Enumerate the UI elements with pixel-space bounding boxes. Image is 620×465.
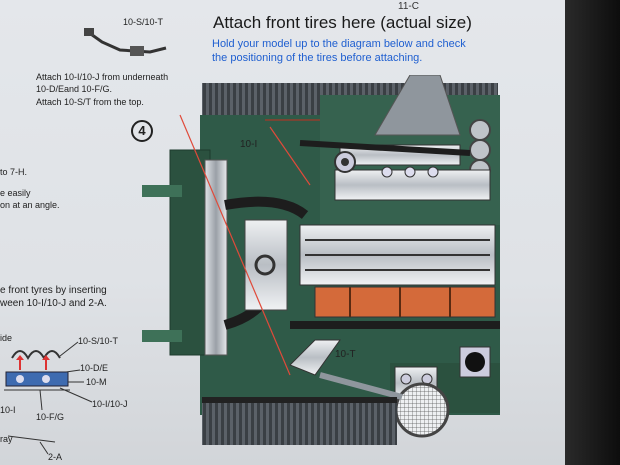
mini-label-de: 10-D/E [80, 363, 108, 373]
chassis-diagram: 10-I 10-T [140, 75, 565, 465]
text-fragment-between: ween 10-I/10-J and 2-A. [0, 298, 107, 309]
mini-label-m: 10-M [86, 377, 107, 387]
mesh-filter [396, 384, 448, 436]
text-fragment-to: to 7-H. [0, 167, 27, 178]
monitor-bezel [565, 0, 620, 465]
bottom-tire [202, 400, 397, 445]
text-fragment-angle: on at an angle. [0, 200, 60, 211]
label-10i: 10-I [240, 139, 257, 150]
page-title: Attach front tires here (actual size) [213, 13, 472, 33]
attach-line-3: Attach 10-S/T from the top. [36, 97, 144, 108]
mini-label-2a: 2-A [48, 452, 62, 462]
text-fragment-easily: e easily [0, 188, 31, 199]
mini-label-st: 10-S/10-T [78, 336, 119, 346]
instruction-line-1: Hold your model up to the diagram below … [212, 37, 466, 51]
front-left-wheel [205, 160, 227, 355]
attach-line-2: 10-D/Eand 10-F/G. [36, 84, 112, 95]
label-10t: 10-T [335, 349, 356, 360]
tire-part-sketch [80, 28, 170, 60]
fuel-tank [315, 287, 495, 317]
part-label-top: 10-S/10-T [123, 17, 163, 28]
page-ref: 11-C [398, 1, 419, 12]
mini-assembly-diagram: 10-S/10-T 10-D/E 10-M 10-I/10-J 10-F/G 2… [0, 330, 145, 465]
instruction-line-2: the positioning of the tires before atta… [212, 51, 422, 65]
mini-label-fg: 10-F/G [36, 412, 64, 422]
text-fragment-front-tyres: e front tyres by inserting [0, 285, 107, 296]
mini-label-ij: 10-I/10-J [92, 399, 128, 409]
front-hub [245, 220, 287, 310]
